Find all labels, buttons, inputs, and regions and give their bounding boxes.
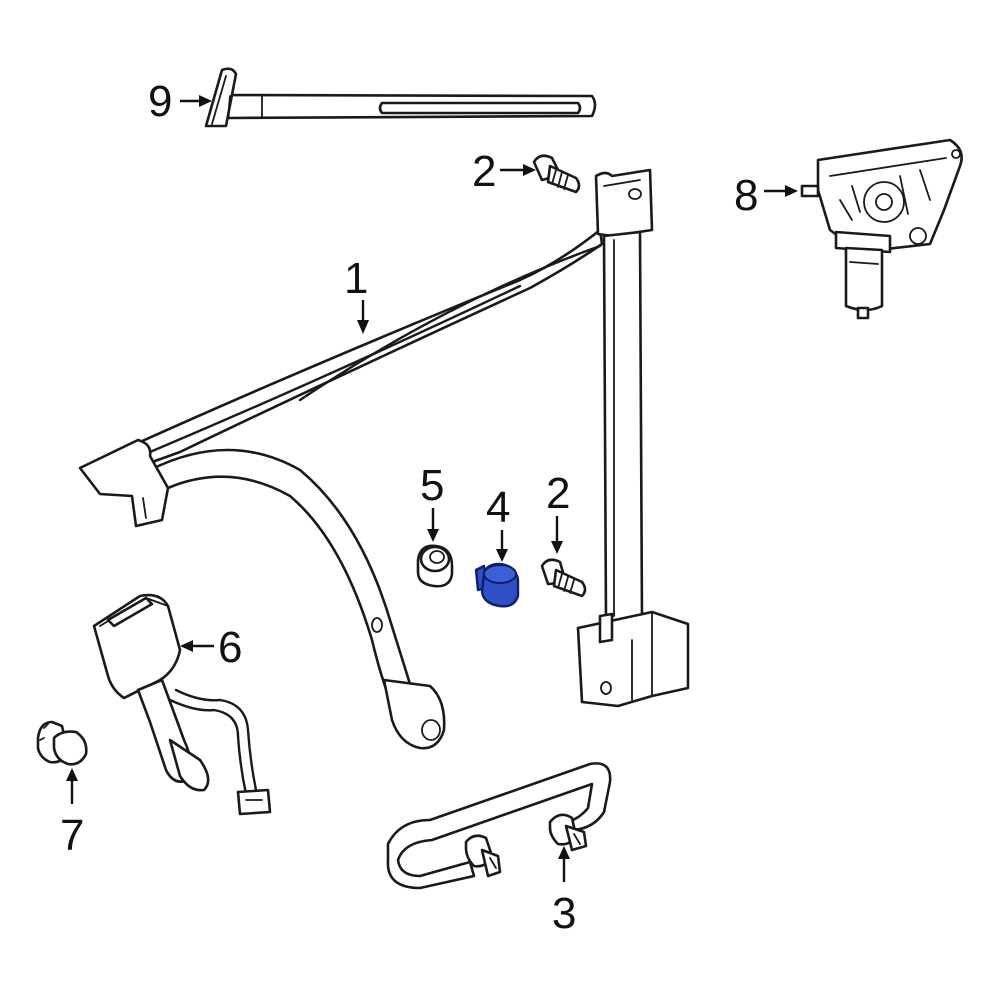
callout-6-arrowhead [180,640,193,652]
callout-7-arrowhead [66,768,78,781]
part-8-motor-assembly[interactable] [800,138,963,320]
callout-9: 9 [148,77,212,126]
callout-7-label: 7 [60,811,84,860]
part-5-washer[interactable] [416,544,454,588]
part-7-fastener[interactable] [36,720,88,766]
callout-2-lower: 2 [546,469,570,554]
callout-3-arrowhead [558,846,570,859]
callout-6-label: 6 [218,623,242,672]
part-9-height-adjuster-rail[interactable] [204,67,597,128]
callout-2-upper-label: 2 [472,147,496,196]
callout-1-label: 1 [344,254,368,303]
callout-9-label: 9 [148,77,172,126]
part-6-buckle-assembly[interactable] [92,593,272,816]
callout-2-lower-arrowhead [551,541,563,554]
callout-2-lower-label: 2 [546,469,570,518]
callout-3-label: 3 [552,889,576,938]
callout-2-upper-arrowhead [523,164,536,176]
part-2-bolt-upper[interactable] [532,154,581,194]
callout-1-arrowhead [357,320,369,334]
callout-5-label: 5 [420,461,444,510]
part-1-seat-belt-assembly[interactable] [78,168,690,750]
callout-9-arrowhead [199,95,212,107]
part-4-cap-highlighted[interactable] [474,562,520,608]
callout-8: 8 [734,171,798,220]
callout-5-arrowhead [427,529,439,542]
callout-2-upper: 2 [472,147,536,196]
callout-8-arrowhead [785,185,798,197]
callout-1: 1 [344,254,369,334]
callout-7: 7 [60,768,84,860]
callout-6: 6 [180,623,242,672]
callout-5: 5 [420,461,444,542]
callout-4: 4 [486,483,510,562]
callout-4-arrowhead [496,549,508,562]
part-3-sensor-harness[interactable] [386,762,612,890]
part-2-bolt-lower[interactable] [540,558,587,598]
callout-3: 3 [552,846,576,938]
callout-8-label: 8 [734,171,758,220]
callout-4-label: 4 [486,483,510,532]
